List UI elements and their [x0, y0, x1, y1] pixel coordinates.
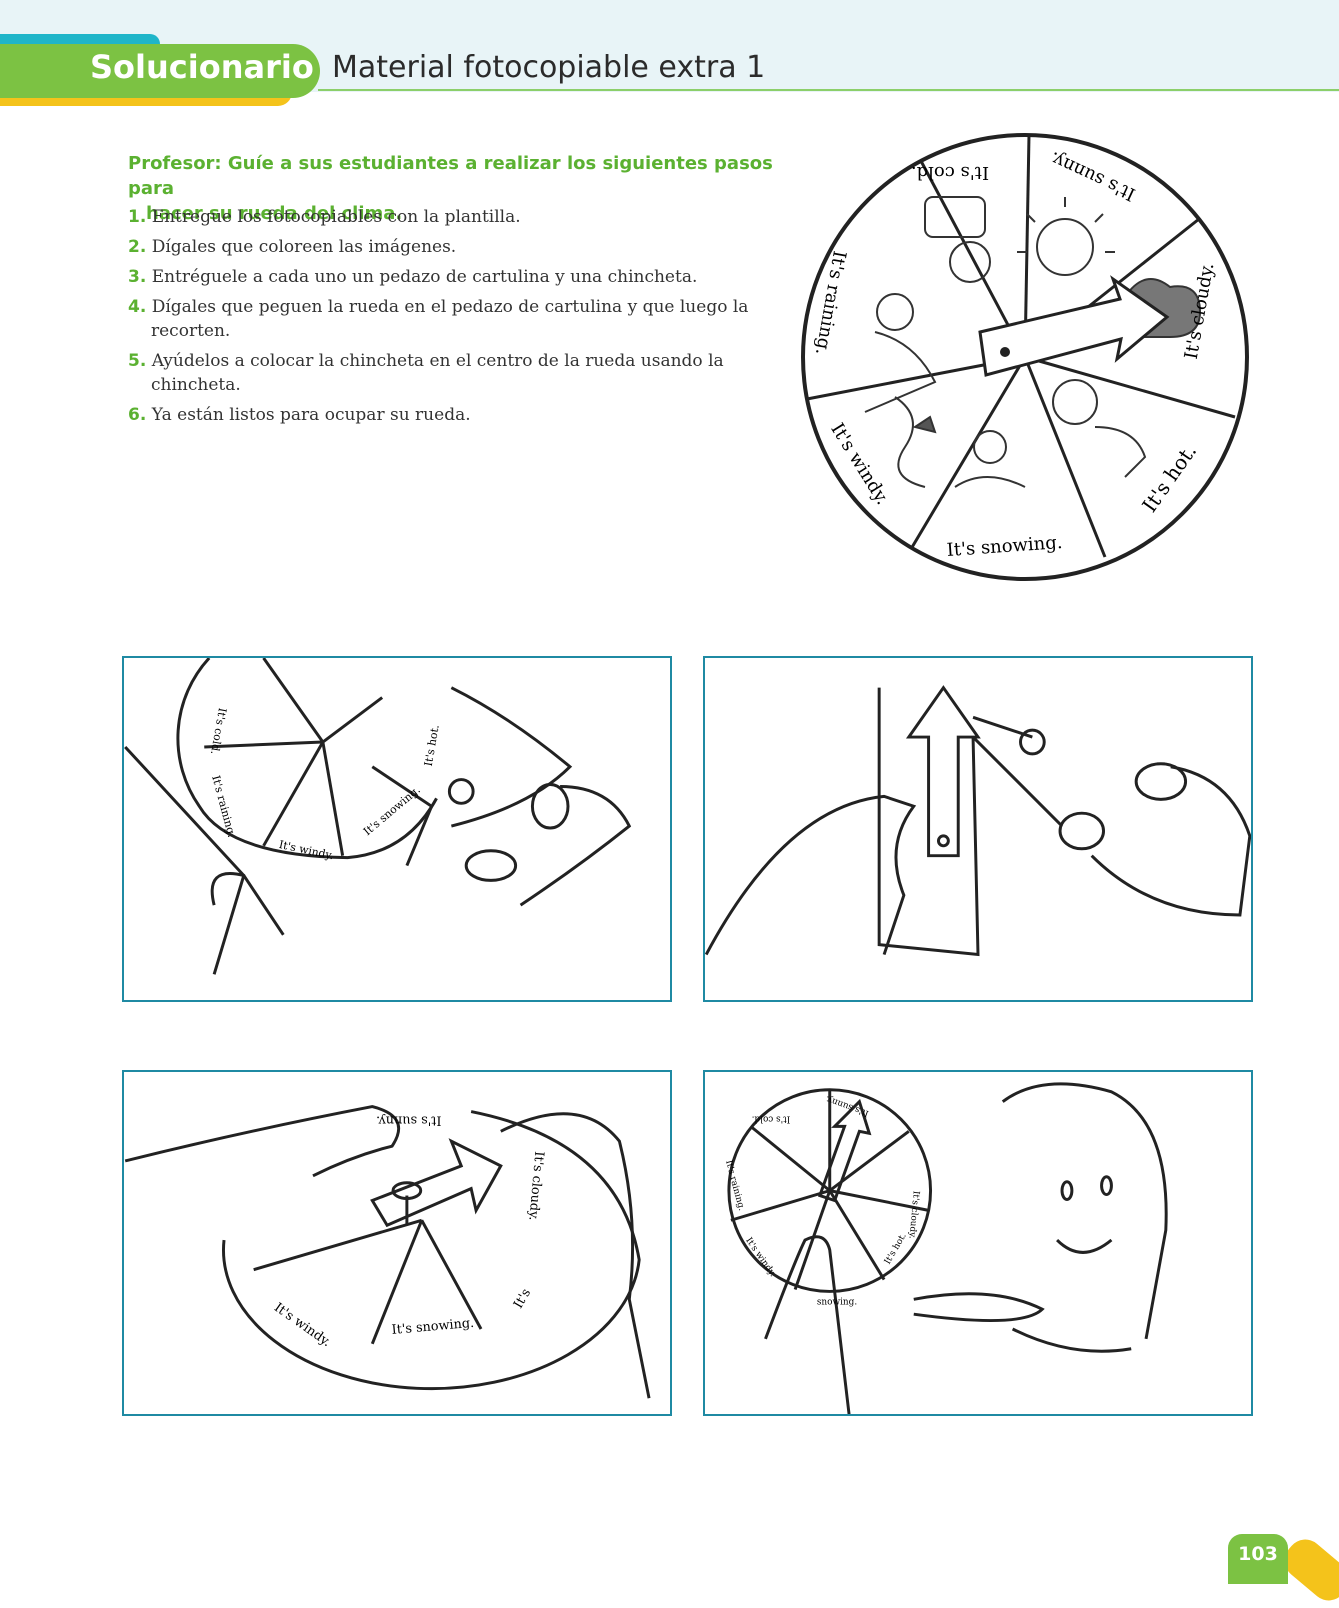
- boy-smile: [1056, 1238, 1113, 1254]
- p1-label-hot: It's hot.: [422, 724, 442, 768]
- boy-head: [1001, 1082, 1168, 1340]
- boy-eye-left: [1060, 1180, 1074, 1201]
- wind-swirl-icon: [894, 396, 926, 488]
- step-item: 1. Entregue los fotocopiables con la pla…: [128, 205, 798, 229]
- panel-1-illustration: It's cold. It's raining. It's windy. It'…: [124, 658, 632, 975]
- step-text: Dígales que peguen la rueda en el pedazo…: [151, 297, 749, 341]
- scissors-pivot: [1019, 728, 1046, 756]
- arrow-piece: [370, 1138, 503, 1228]
- section-pill: [0, 44, 320, 98]
- p4-label-hot: It's hot.: [883, 1232, 909, 1267]
- teacher-intro: Profesor: Guíe a sus estudiantes a reali…: [128, 151, 808, 226]
- sun-rays-icon: [1017, 197, 1115, 253]
- boy-shirt: [1011, 1327, 1132, 1353]
- holding-hand: [764, 1235, 851, 1414]
- step-item: 2. Dígales que coloreen las imágenes.: [128, 235, 798, 259]
- card-strip: [877, 687, 980, 957]
- panel-pinning-arrow: It's sunny. It's cloudy. It's windy. It'…: [122, 1070, 672, 1416]
- arrow-cutout: [905, 685, 981, 858]
- small-wheel: [727, 1088, 933, 1293]
- p3-label-sunny: It's sunny.: [376, 1112, 441, 1127]
- intro-line-2: hacer su rueda del clima.: [146, 203, 403, 224]
- p4-label-snowing: snowing.: [817, 1297, 857, 1307]
- scissors-handle-2: [1134, 762, 1188, 801]
- step-number: 1.: [128, 207, 147, 227]
- rain-child-face-icon: [876, 293, 914, 331]
- p4-label-cloudy: It's cloudy.: [907, 1190, 921, 1239]
- step-number: 4.: [128, 297, 147, 317]
- step-item: 5. Ayúdelos a colocar la chincheta en el…: [128, 349, 798, 397]
- step-number: 6.: [128, 405, 147, 425]
- umbrella-icon: [864, 331, 937, 413]
- step-text: Dígales que coloreen las imágenes.: [151, 237, 457, 257]
- wheel-outline: [222, 1110, 641, 1391]
- right-hand: [1090, 765, 1251, 917]
- wheel-pin: [1000, 347, 1010, 357]
- panel-2-illustration: [705, 685, 1251, 957]
- panel-cutting-wheel: It's cold. It's raining. It's windy. It'…: [122, 656, 672, 1002]
- leaf-icon: [912, 415, 937, 434]
- step-text: Ayúdelos a colocar la chincheta en el ce…: [151, 351, 724, 395]
- section-label: Solucionario: [90, 48, 314, 86]
- sled-icon: [954, 476, 1026, 488]
- wheel-outline: [176, 658, 438, 860]
- cold-child-icon: [924, 196, 986, 238]
- wheel-label-cold: It's cold.: [911, 162, 989, 183]
- sun-icon: [1036, 218, 1094, 276]
- header-underline: [318, 89, 1339, 91]
- panel-using-wheel: It's cold. It's sunny. It's cloudy. It's…: [703, 1070, 1253, 1416]
- boy-eye-right: [1100, 1175, 1113, 1197]
- page-number: 103: [1238, 1543, 1278, 1565]
- p3-label-windy: It's windy.: [271, 1300, 333, 1350]
- panel-3-illustration: It's sunny. It's cloudy. It's windy. It'…: [124, 1105, 651, 1399]
- panel-4-illustration: It's cold. It's sunny. It's cloudy. It's…: [723, 1082, 1168, 1414]
- page-number-tab: [1228, 1534, 1288, 1584]
- steps-list: 1. Entregue los fotocopiables con la pla…: [128, 205, 798, 433]
- left-arm-hand: [124, 1105, 401, 1178]
- p1-label-raining: It's raining.: [209, 774, 238, 839]
- right-hand: [500, 1112, 651, 1399]
- step-number: 2.: [128, 237, 147, 257]
- step-number: 3.: [128, 267, 147, 287]
- scissors-handle-1: [464, 849, 518, 882]
- right-hand: [519, 785, 632, 907]
- scissors-blade: [371, 765, 434, 867]
- p3-label-cloudy: It's cloudy.: [525, 1151, 546, 1222]
- hot-child-face-icon: [1052, 379, 1098, 425]
- step-item: 3. Entréguele a cada uno un pedazo de ca…: [128, 265, 798, 289]
- small-wheel-arrow: [817, 1098, 872, 1203]
- step-item: 4. Dígales que peguen la rueda en el ped…: [128, 295, 798, 343]
- p3-label-snowing: It's snowing.: [391, 1316, 475, 1338]
- scissors-handle-1: [1058, 811, 1106, 851]
- scissors-pivot: [447, 778, 475, 805]
- page-title: Material fotocopiable extra 1: [332, 50, 766, 85]
- scissors-handle-2: [530, 783, 570, 830]
- p1-label-cold: It's cold.: [208, 707, 229, 756]
- left-hand: [210, 872, 285, 936]
- intro-line-1: Profesor: Guíe a sus estudiantes a reali…: [128, 153, 773, 199]
- wheel-arrow: [978, 275, 1170, 377]
- step-number: 5.: [128, 351, 147, 371]
- arrow-hole: [936, 834, 950, 848]
- step-text: Entregue los fotocopiables con la planti…: [151, 207, 521, 227]
- snow-child-face-icon: [973, 430, 1007, 464]
- p4-label-cold: It's cold.: [752, 1113, 791, 1123]
- step-text: Entréguele a cada uno un pedazo de cartu…: [151, 267, 698, 287]
- p3-label-partial: It's: [511, 1286, 534, 1311]
- right-arm: [450, 686, 573, 828]
- cold-child-face-icon: [949, 241, 991, 283]
- p1-label-windy: It's windy.: [278, 838, 335, 862]
- p4-label-windy: It's windy.: [743, 1236, 777, 1279]
- pointing-finger: [913, 1292, 1045, 1322]
- step-text: Ya están listos para ocupar su rueda.: [151, 405, 471, 425]
- left-hand: [705, 794, 917, 956]
- p4-label-raining: It's raining.: [723, 1159, 746, 1212]
- scissors-blade-2: [972, 736, 1064, 828]
- step-item: 6. Ya están listos para ocupar su rueda.: [128, 403, 798, 427]
- hot-child-body-icon: [1094, 426, 1147, 478]
- weather-wheel: It's cold. It's sunny. It's cloudy. It's…: [801, 133, 1249, 581]
- panel-cutting-arrow: [703, 656, 1253, 1002]
